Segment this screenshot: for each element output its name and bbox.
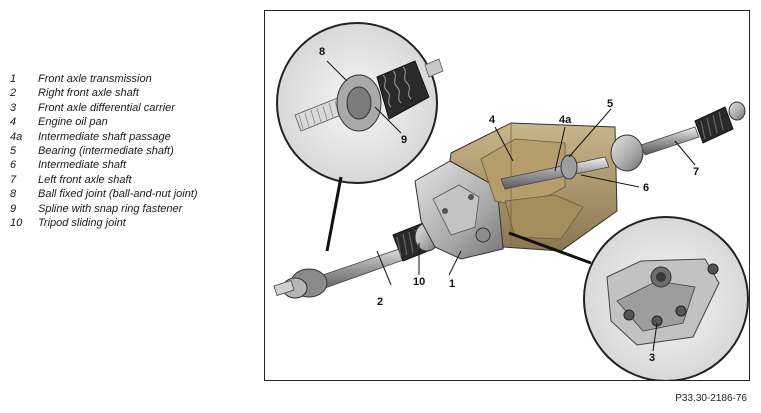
legend-label: Engine oil pan: [38, 116, 108, 129]
inset-connector: [325, 176, 343, 252]
legend-item: 7 Left front axle shaft: [10, 173, 260, 187]
legend-item: 3 Front axle differential carrier: [10, 101, 260, 115]
legend: 1 Front axle transmission 2 Right front ax…: [10, 72, 260, 230]
legend-label: Left front axle shaft: [38, 173, 132, 186]
legend-label: Front axle differential carrier: [38, 101, 175, 114]
legend-label: Intermediate shaft: [38, 159, 127, 172]
callout-4: 4: [489, 114, 496, 126]
legend-item: 9 Spline with snap ring fastener: [10, 202, 260, 216]
legend-label: Tripod sliding joint: [38, 217, 126, 230]
legend-item: 10 Tripod sliding joint: [10, 216, 260, 230]
legend-label: Ball fixed joint (ball-and-nut joint): [38, 188, 198, 201]
left-front-axle-shaft: [610, 101, 746, 172]
callout-7: 7: [693, 166, 699, 178]
drivetrain-illustration: 8 9 1 2 10 4 4a 5 6 7 3: [273, 22, 749, 380]
callout-3: 3: [649, 352, 655, 364]
callout-9: 9: [401, 134, 407, 146]
legend-label: Right front axle shaft: [38, 87, 139, 100]
legend-item: 2 Right front axle shaft: [10, 86, 260, 100]
legend-label: Spline with snap ring fastener: [38, 202, 183, 215]
legend-number: 4: [10, 116, 17, 129]
legend-number: 6: [10, 159, 17, 172]
inset-connector: [508, 231, 592, 265]
callout-6: 6: [643, 182, 649, 194]
legend-item: 4 Engine oil pan: [10, 115, 260, 129]
differential-carrier-inset: [583, 216, 749, 380]
legend-number: 1: [10, 73, 17, 85]
callout-8: 8: [319, 46, 325, 58]
legend-item: 6 Intermediate shaft: [10, 158, 260, 172]
tripod-sliding-joint: [392, 222, 440, 262]
outer-joint-right: [273, 268, 328, 299]
callout-10: 10: [413, 276, 425, 288]
legend-number: 4a: [10, 130, 23, 143]
joint-detail-inset: [276, 22, 444, 184]
legend-number: 9: [10, 202, 17, 215]
illustration-frame: 8 9 1 2 10 4 4a 5 6 7 3: [264, 10, 750, 381]
legend-number: 3: [10, 101, 17, 114]
legend-number: 5: [10, 145, 17, 158]
callout-4a: 4a: [559, 114, 572, 126]
figure-reference: P33.30-2186-76: [675, 393, 747, 404]
legend-number: 7: [10, 173, 17, 186]
legend-number: 2: [10, 87, 17, 100]
legend-item: 8 Ball fixed joint (ball-and-nut joint): [10, 187, 260, 201]
legend-label: Bearing (intermediate shaft): [38, 145, 174, 158]
legend-item: 1 Front axle transmission: [10, 72, 260, 86]
legend-item: 4a Intermediate shaft passage: [10, 130, 260, 144]
legend-label: Intermediate shaft passage: [38, 130, 171, 143]
right-front-axle-shaft: [273, 222, 440, 299]
legend-label: Front axle transmission: [38, 73, 152, 85]
legend-number: 10: [10, 217, 23, 230]
callout-5: 5: [607, 98, 613, 110]
legend-number: 8: [10, 188, 17, 201]
legend-item: 5 Bearing (intermediate shaft): [10, 144, 260, 158]
front-axle-transmission: [414, 160, 512, 260]
callout-1: 1: [449, 278, 455, 290]
callout-2: 2: [377, 296, 383, 308]
bearing-intermediate-shaft: [560, 154, 578, 180]
callout-leaders: [326, 60, 696, 352]
